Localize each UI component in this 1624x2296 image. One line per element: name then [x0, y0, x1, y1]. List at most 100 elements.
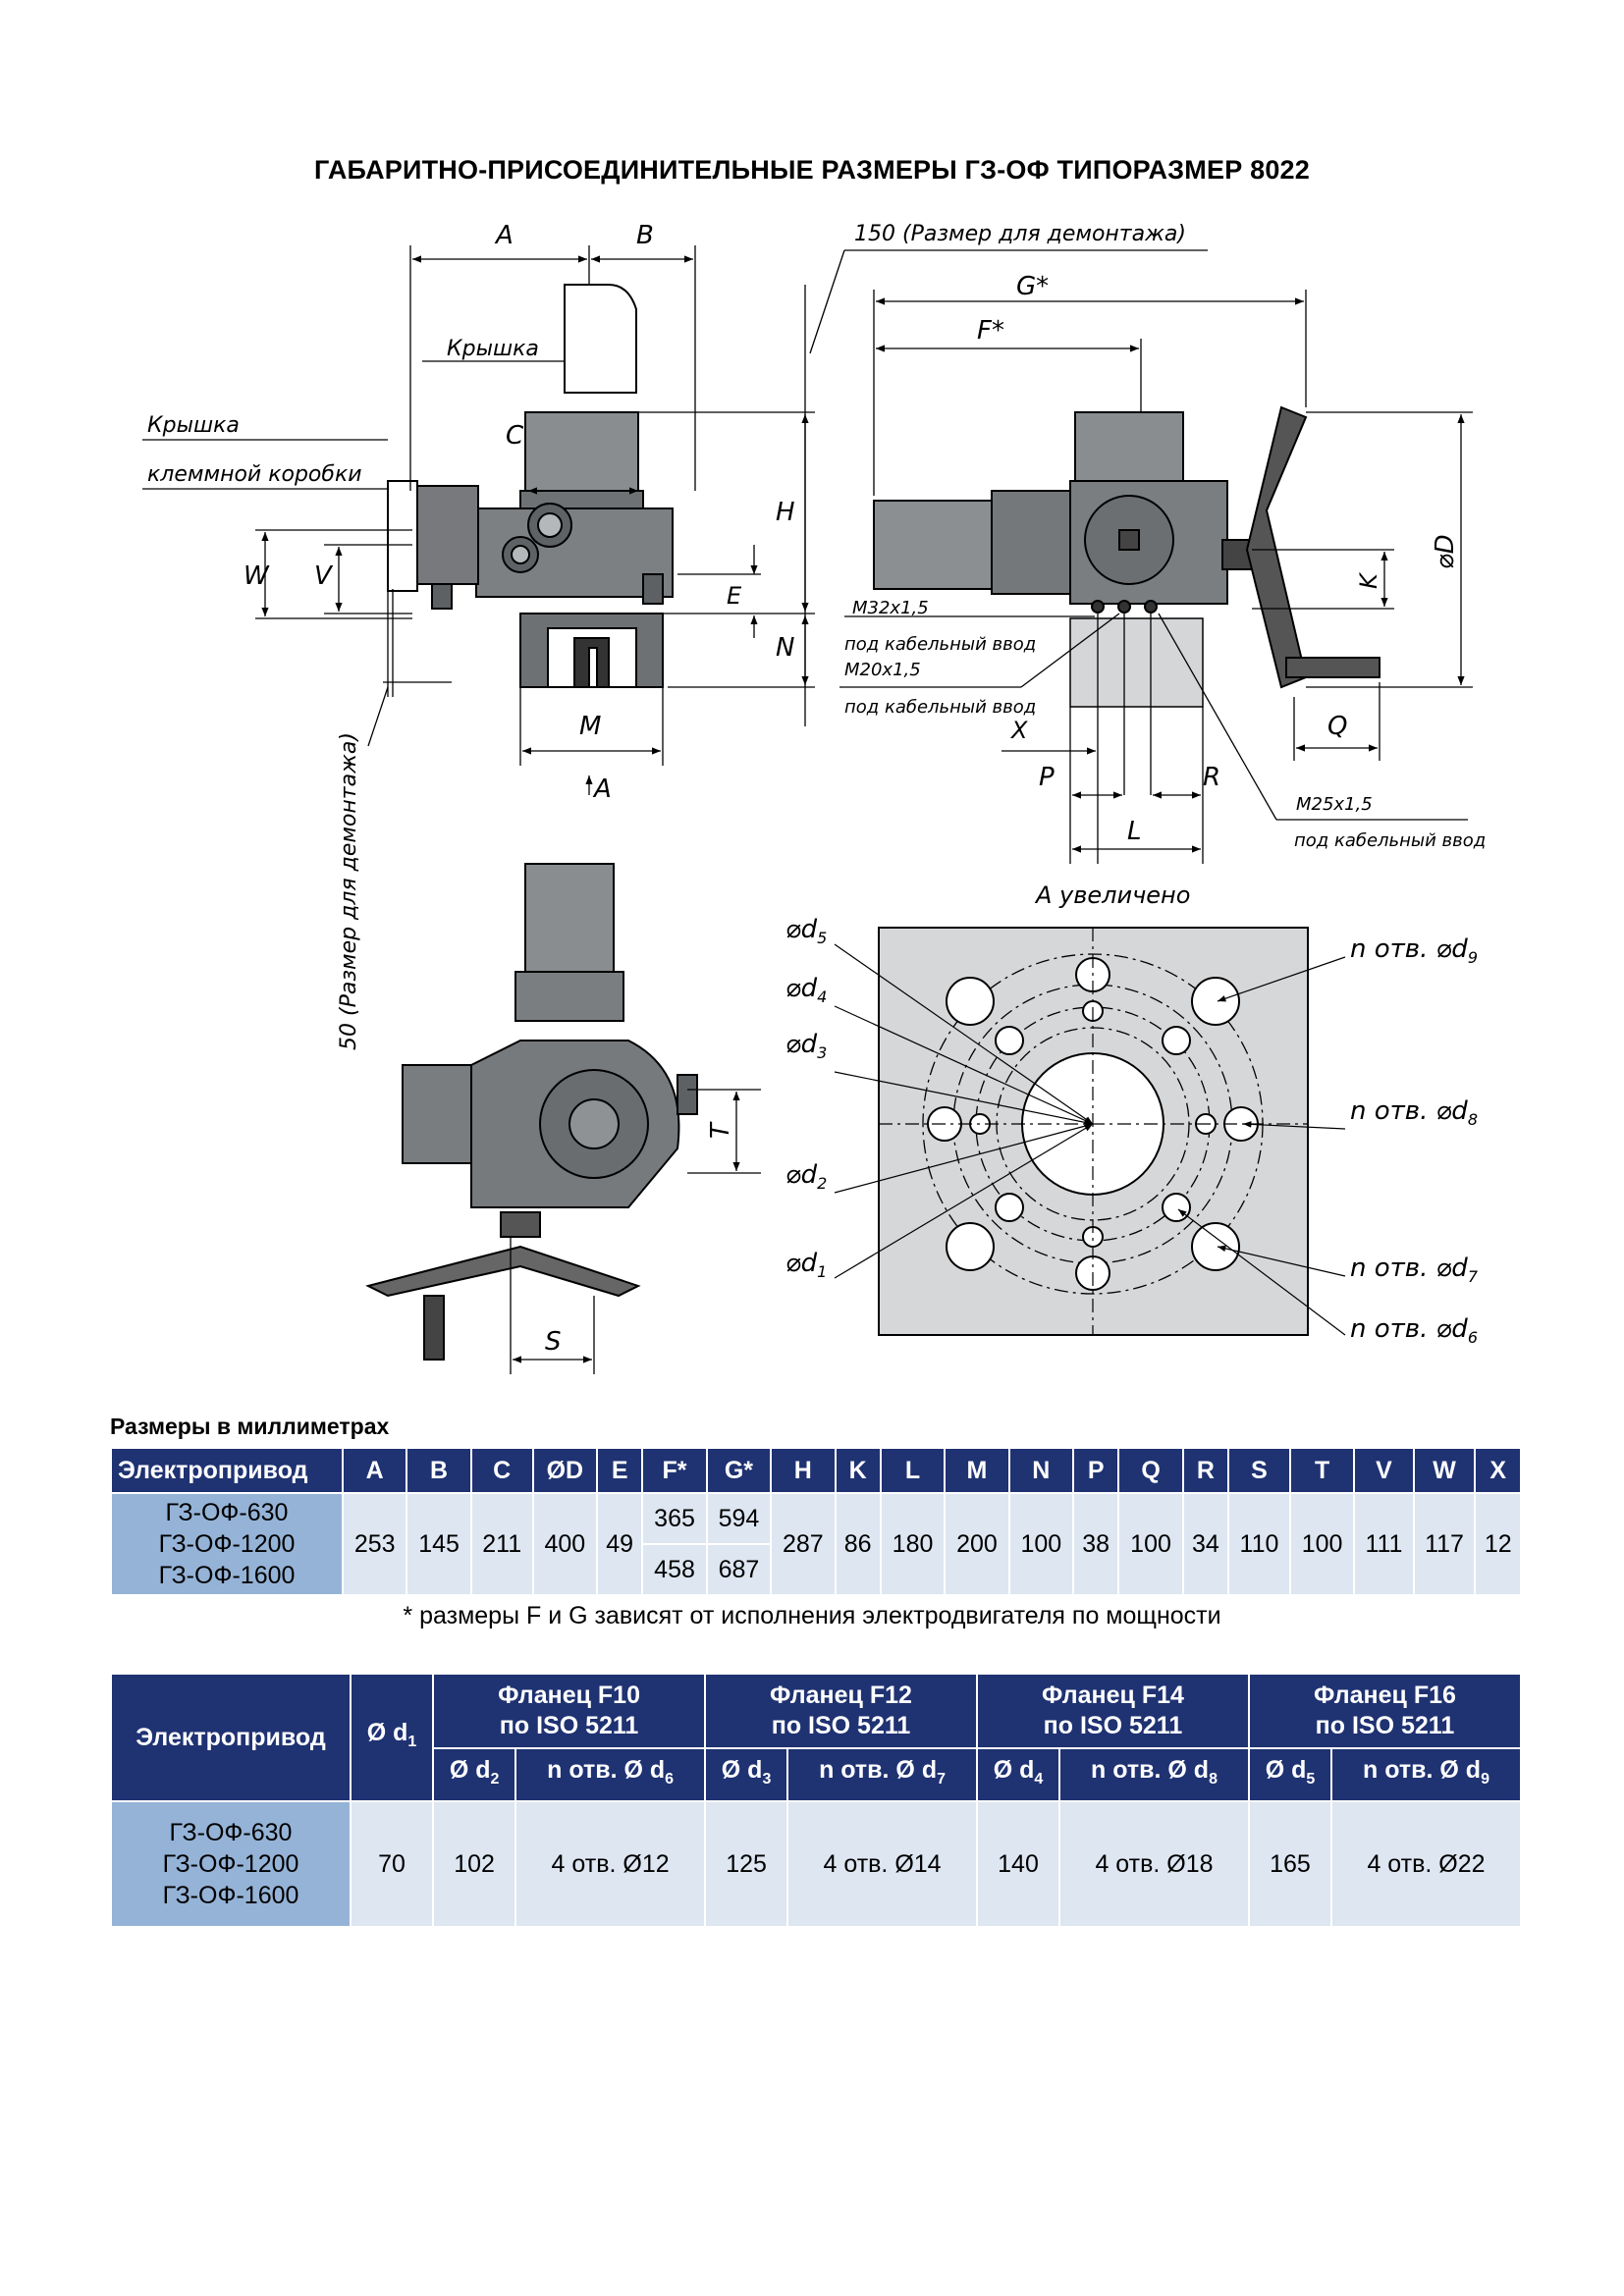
value-d3: 125 [704, 1800, 789, 1928]
dim-K: K [1355, 571, 1382, 589]
col-S: S [1227, 1447, 1291, 1494]
col-N: N [1007, 1447, 1075, 1494]
col-d7: n отв. Ø d7 [786, 1747, 978, 1802]
col-C: C [469, 1447, 534, 1494]
model-name: ГЗ-ОФ-630 [169, 1819, 293, 1846]
col-d3: Ø d3 [704, 1747, 789, 1802]
dim-A: A [494, 221, 514, 250]
value-P: 38 [1072, 1492, 1120, 1596]
table-row: 458 687 [111, 1543, 1521, 1596]
dim-F: F* [977, 316, 1004, 346]
view-a-label: А увеличено [1034, 881, 1190, 909]
flange-n6-label: n отв. ⌀d6 [1350, 1314, 1478, 1347]
dim-T: T [706, 1121, 735, 1139]
col-drive: Электропривод [110, 1673, 352, 1802]
value-d1: 70 [349, 1800, 435, 1928]
col-d4: Ø d4 [975, 1747, 1061, 1802]
value-G-1: 594 [705, 1492, 773, 1545]
dim-N: N [776, 633, 794, 663]
value-C: 211 [469, 1492, 534, 1596]
dim-H: H [776, 498, 795, 527]
value-d4: 140 [975, 1800, 1061, 1928]
col-T: T [1288, 1447, 1356, 1494]
col-X: X [1474, 1447, 1522, 1494]
col-F: F* [641, 1447, 708, 1494]
value-R: 34 [1181, 1492, 1230, 1596]
thread-m32-note: под кабельный ввод [844, 634, 1036, 655]
col-H: H [770, 1447, 837, 1494]
dim-B: B [636, 221, 654, 250]
col-d9: n отв. Ø d9 [1330, 1747, 1522, 1802]
value-Q: 100 [1117, 1492, 1184, 1596]
thread-m20: M20x1,5 [844, 660, 921, 680]
value-F-1: 365 [641, 1492, 708, 1545]
value-X: 12 [1474, 1492, 1522, 1596]
value-W: 117 [1412, 1492, 1477, 1596]
dim-G: G* [1016, 272, 1049, 301]
value-d2: 102 [432, 1800, 517, 1928]
bottom-view [365, 863, 698, 1361]
flange-d5-label: ⌀d5 [785, 915, 827, 947]
value-d7: 4 отв. Ø14 [786, 1800, 978, 1928]
col-d1: Ø d1 [349, 1673, 435, 1802]
flange-n8-label: n отв. ⌀d8 [1350, 1096, 1478, 1129]
col-L: L [879, 1447, 947, 1494]
thread-m25: M25x1,5 [1296, 794, 1373, 815]
col-V: V [1353, 1447, 1415, 1494]
model-name: ГЗ-ОФ-1600 [158, 1562, 296, 1589]
col-K: K [834, 1447, 882, 1494]
value-H: 287 [770, 1492, 837, 1596]
dim-S: S [545, 1327, 562, 1357]
flange-header-row-2: Ø d2 n отв. Ø d6 Ø d3 n отв. Ø d7 Ø d4 n… [111, 1747, 1522, 1802]
thread-m25-note: под кабельный ввод [1294, 830, 1486, 851]
dim-W: W [244, 561, 270, 591]
dim-M: M [579, 712, 601, 741]
col-D: ØD [531, 1447, 599, 1494]
value-V: 111 [1353, 1492, 1415, 1596]
model-name: ГЗ-ОФ-1200 [158, 1530, 296, 1558]
col-Q: Q [1117, 1447, 1184, 1494]
dimensions-header-row: Электропривод A B C ØD E F* G* H K L M N… [110, 1447, 1522, 1494]
value-N: 100 [1007, 1492, 1075, 1596]
value-D: 400 [531, 1492, 599, 1596]
value-L: 180 [879, 1492, 947, 1596]
value-d5: 165 [1247, 1800, 1333, 1928]
value-K: 86 [834, 1492, 882, 1596]
col-d6: n отв. Ø d6 [514, 1747, 707, 1802]
dim-C: C [506, 421, 524, 451]
sizes-caption: Размеры в миллиметрах [110, 1414, 390, 1439]
footnote: * размеры F и G зависят от исполнения эл… [403, 1602, 1221, 1629]
value-S: 110 [1227, 1492, 1291, 1596]
thread-m32: M32x1,5 [852, 598, 929, 618]
value-T: 100 [1288, 1492, 1356, 1596]
terminal-cover-label-1: Крышка [147, 413, 240, 438]
dismount-150-label: 150 (Размер для демонтажа) [854, 222, 1186, 246]
flange-view [834, 927, 1346, 1336]
col-d8: n отв. Ø d8 [1058, 1747, 1250, 1802]
flange-d2-label: ⌀d2 [785, 1160, 827, 1193]
flange-d3-label: ⌀d3 [785, 1030, 827, 1062]
model-name: ГЗ-ОФ-1200 [162, 1850, 299, 1878]
cover-label: Крышка [447, 337, 539, 361]
value-d6: 4 отв. Ø12 [514, 1800, 707, 1928]
dim-X: X [1009, 717, 1028, 744]
model-cell: ГЗ-ОФ-630 ГЗ-ОФ-1200 ГЗ-ОФ-1600 [110, 1800, 352, 1928]
value-G-2: 687 [705, 1543, 773, 1596]
page-title: ГАБАРИТНО-ПРИСОЕДИНИТЕЛЬНЫЕ РАЗМЕРЫ ГЗ-О… [314, 155, 1310, 185]
flange-n9-label: n отв. ⌀d9 [1350, 934, 1478, 967]
view-arrow-label: A [592, 774, 612, 804]
col-R: R [1181, 1447, 1230, 1494]
value-d9: 4 отв. Ø22 [1330, 1800, 1522, 1928]
model-name: ГЗ-ОФ-1600 [162, 1882, 299, 1909]
value-A: 253 [341, 1492, 408, 1596]
dim-P: P [1039, 763, 1055, 792]
col-W: W [1412, 1447, 1477, 1494]
side-view [873, 405, 1380, 708]
col-P: P [1072, 1447, 1120, 1494]
